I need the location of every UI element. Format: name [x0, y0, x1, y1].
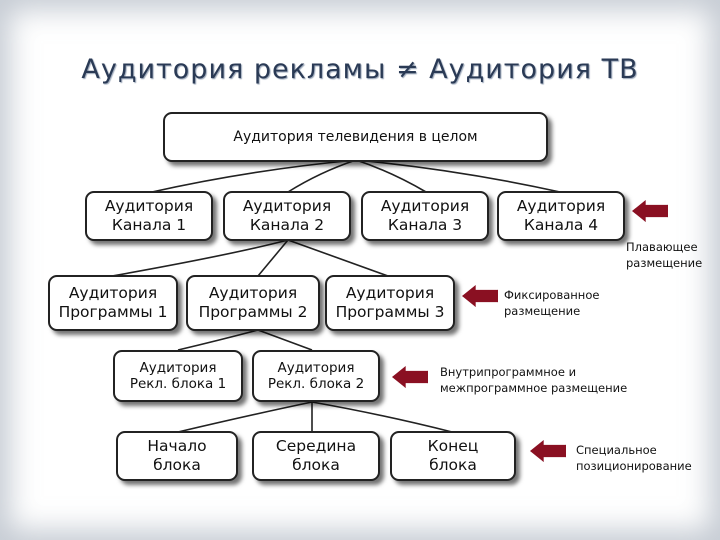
arrow-left-icon: [530, 440, 566, 462]
node-program-2: Аудитория Программы 2: [186, 275, 320, 331]
arrow-left-icon: [632, 200, 668, 222]
edge-bl2-end: [311, 401, 453, 433]
edge-tv-ch4: [355, 159, 561, 193]
edge-tv-ch2: [287, 159, 357, 193]
node-program-1: Аудитория Программы 1: [48, 275, 178, 331]
edge-pr2-bl1: [177, 329, 259, 351]
note-floating-placement: Плавающее размещение: [626, 240, 703, 270]
edge-tv-ch1: [151, 159, 357, 193]
note-fixed-placement: Фиксированное размещение: [504, 288, 600, 318]
node-block-start: Начало блока: [116, 431, 238, 481]
node-program-3: Аудитория Программы 3: [325, 275, 455, 331]
node-ad-block-2: Аудитория Рекл. блока 2: [252, 350, 380, 402]
node-channel-3: Аудитория Канала 3: [361, 191, 489, 241]
note-in-program-placement: Внутрипрограммное и межпрограммное разме…: [440, 365, 628, 395]
edge-pr2-bl2: [257, 329, 313, 351]
note-special-positioning: Специальное позиционирование: [576, 443, 692, 473]
node-channel-4: Аудитория Канала 4: [497, 191, 625, 241]
edge-tv-ch3: [355, 159, 427, 193]
edge-ch2-pr3: [287, 239, 389, 277]
edge-ch2-pr1: [111, 239, 289, 277]
node-channel-1: Аудитория Канала 1: [85, 191, 213, 241]
arrow-left-icon: [462, 285, 498, 307]
node-block-middle: Середина блока: [252, 431, 380, 481]
edge-bl2-start: [177, 401, 313, 433]
node-ad-block-1: Аудитория Рекл. блока 1: [113, 350, 243, 402]
node-tv-audience: Аудитория телевидения в целом: [163, 112, 548, 162]
slide-title: Аудитория рекламы ≠ Аудитория ТВ: [81, 54, 639, 85]
node-channel-2: Аудитория Канала 2: [223, 191, 351, 241]
edge-ch2-pr2: [257, 239, 289, 277]
node-block-end: Конец блока: [390, 431, 516, 481]
arrow-left-icon: [392, 366, 428, 388]
